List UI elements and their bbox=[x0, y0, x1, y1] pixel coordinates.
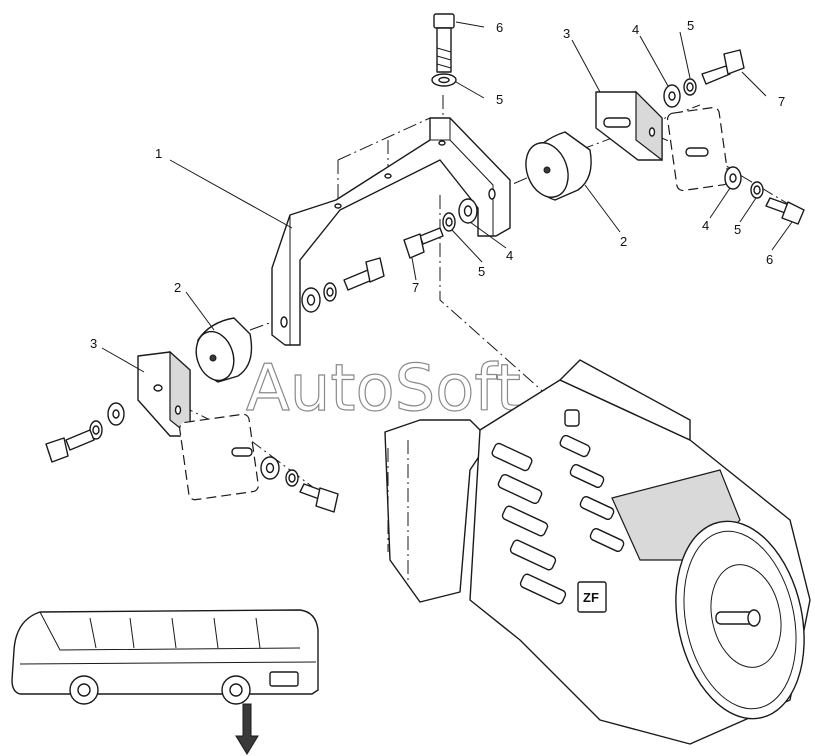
main-bracket bbox=[271, 117, 511, 346]
callout-labels: 1 2 2 3 3 4 4 4 5 5 5 5 6 6 7 7 bbox=[90, 18, 785, 351]
watermark: AutoSoft bbox=[246, 352, 521, 426]
center-washer bbox=[458, 198, 478, 224]
callout-5-center: 5 bbox=[478, 264, 485, 279]
arrow-up-icon bbox=[235, 703, 259, 755]
right-rubber-mount bbox=[525, 131, 592, 201]
left-outer-washer bbox=[107, 402, 125, 426]
callout-5-lower-right: 5 bbox=[734, 222, 741, 237]
callout-5-top: 5 bbox=[496, 92, 503, 107]
callout-7-right: 7 bbox=[778, 94, 785, 109]
left-shim-slot bbox=[231, 447, 253, 457]
callout-1: 1 bbox=[155, 146, 162, 161]
left-rubber-mount bbox=[195, 317, 253, 383]
left-bracket-bolt bbox=[343, 257, 385, 291]
bus-locator bbox=[11, 609, 319, 755]
lower-left-bolt bbox=[299, 483, 339, 513]
left-bracket-lockwasher bbox=[323, 282, 337, 302]
callout-4-top: 4 bbox=[632, 22, 639, 37]
lower-left-washer bbox=[260, 456, 280, 480]
left-shim-plate bbox=[179, 413, 259, 501]
left-bracket-washer bbox=[301, 287, 321, 313]
right-lower-lockwasher bbox=[750, 181, 764, 199]
callout-2-left: 2 bbox=[174, 280, 181, 295]
top-washer bbox=[431, 73, 457, 87]
callout-7-center: 7 bbox=[412, 280, 419, 295]
gearbox-badge: ZF bbox=[583, 590, 599, 605]
right-upper-washer bbox=[663, 84, 681, 108]
left-outer-lockwasher bbox=[89, 420, 103, 440]
left-l-bracket bbox=[137, 350, 191, 438]
callout-3-left: 3 bbox=[90, 336, 97, 351]
left-outer-bolt bbox=[45, 429, 95, 463]
top-bolt bbox=[433, 13, 455, 73]
gearbox-assembly: ZF bbox=[384, 359, 811, 745]
lower-left-lockwasher bbox=[285, 469, 299, 487]
right-upper-lockwasher bbox=[683, 78, 697, 96]
callout-3-right: 3 bbox=[563, 26, 570, 41]
callout-5-upper-right: 5 bbox=[687, 18, 694, 33]
center-bolt bbox=[403, 227, 444, 259]
callout-2-right: 2 bbox=[620, 234, 627, 249]
right-shim-slot bbox=[685, 147, 709, 157]
right-upper-bolt bbox=[701, 49, 745, 85]
callout-6-top: 6 bbox=[496, 20, 503, 35]
callout-4-right: 4 bbox=[702, 218, 709, 233]
callout-4-center: 4 bbox=[506, 248, 513, 263]
right-l-bracket bbox=[595, 90, 663, 162]
center-lockwasher bbox=[442, 212, 456, 232]
right-lower-bolt bbox=[765, 197, 805, 225]
right-lower-washer bbox=[724, 166, 742, 190]
gearbox-ribs bbox=[491, 434, 625, 605]
callout-6-right: 6 bbox=[766, 252, 773, 267]
leader-lines bbox=[101, 21, 793, 373]
